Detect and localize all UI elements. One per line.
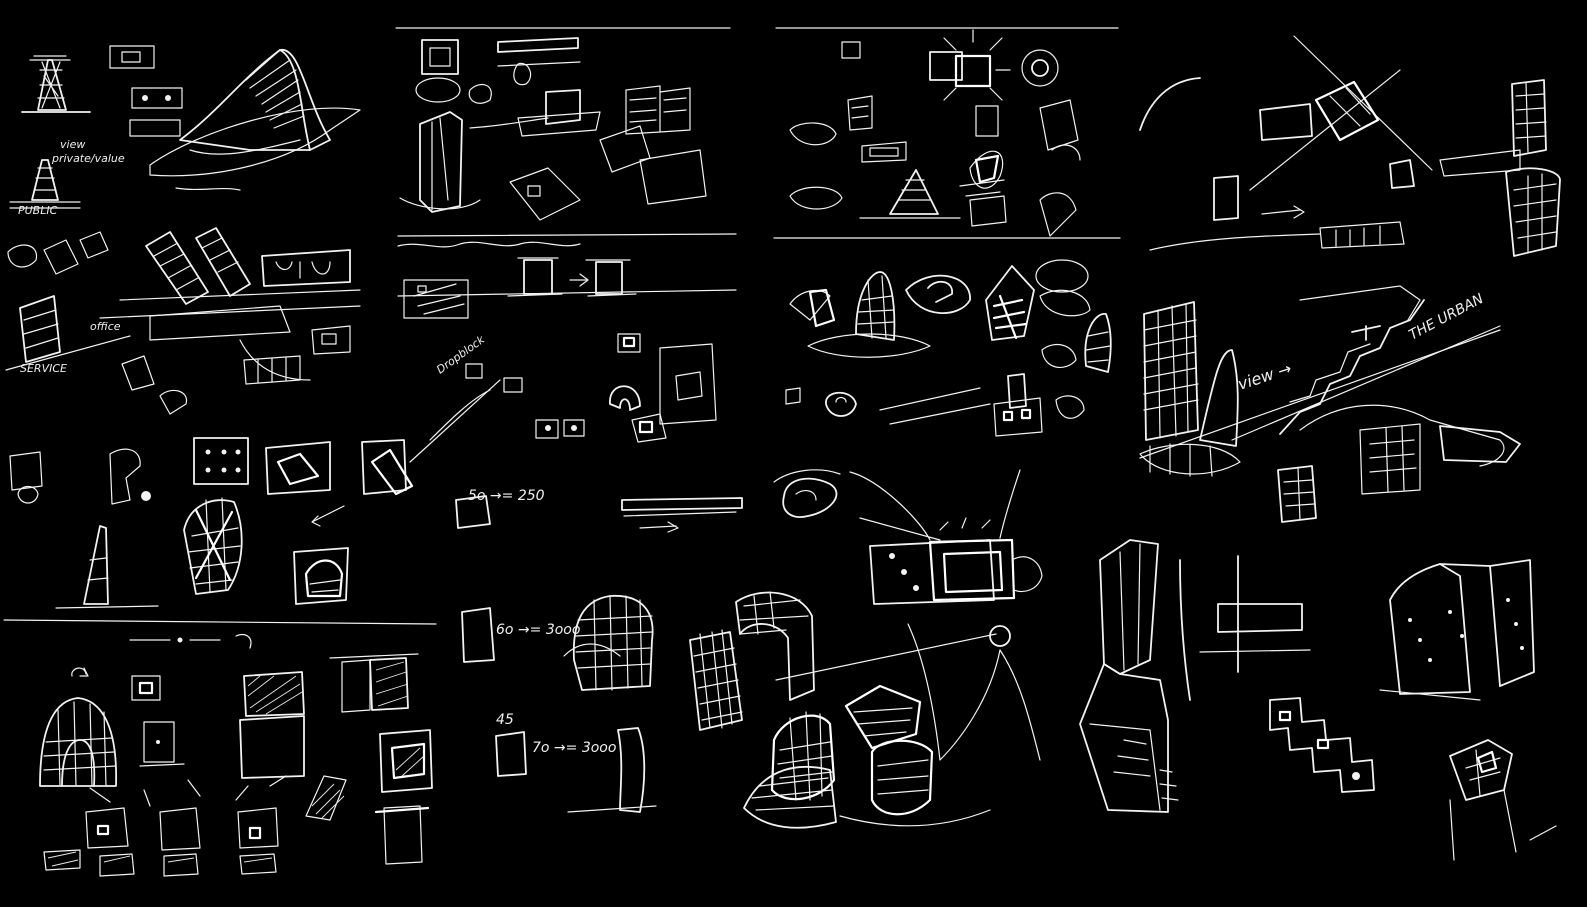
calc-b-note: 6o →= 3ooo (496, 622, 580, 638)
skyline-sketch (1139, 35, 1561, 257)
underline-scribble (175, 187, 241, 191)
panel-divider (395, 27, 737, 237)
grid-pavilion-sketch (563, 469, 1043, 829)
cross-plan-sketch (1269, 697, 1557, 861)
tower-sketch (9, 55, 91, 209)
radiating-box-sketch (841, 29, 1079, 163)
calc-d-note: 7o →= 3ooo (532, 740, 616, 756)
dropblock-note: Dropblock (434, 333, 487, 377)
public-note: PUBLIC (18, 204, 58, 217)
view-note: view (60, 138, 85, 151)
pyramid-sketch (789, 122, 1081, 237)
calc-notes-sketch (455, 469, 841, 777)
office-note: office (90, 320, 121, 333)
view-street-note: view → (1235, 359, 1294, 394)
bulb-forms-sketch (785, 259, 1112, 437)
city-block-sketch (509, 85, 707, 221)
service-note: SERVICE (20, 362, 67, 375)
twin-towers-sketch (1079, 539, 1535, 813)
small-plan-boxes (109, 45, 183, 137)
bottom-left-sketches (39, 633, 433, 877)
diagonal-blocks-sketch (409, 333, 717, 463)
panel-divider-2 (773, 27, 1121, 239)
calc-a-note: 5o →= 250 (468, 488, 545, 504)
stair-city-sketch (5, 227, 361, 415)
ramp-building-sketch (149, 49, 361, 177)
calc-c-note: 45 (496, 712, 514, 728)
street-perspective-sketch (1139, 285, 1521, 523)
section-sketch (397, 241, 737, 319)
private-note: private/value (51, 152, 125, 165)
box-tower-sketch (399, 37, 601, 213)
lower-left-sketches (3, 437, 437, 625)
